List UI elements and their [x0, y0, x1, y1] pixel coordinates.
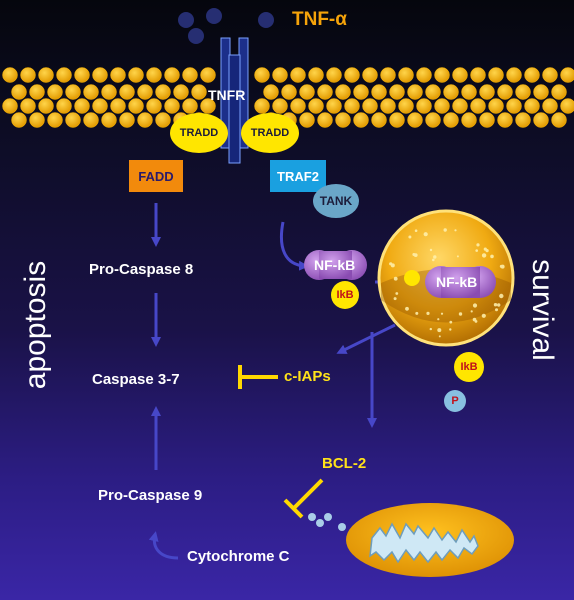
tradd-right-label: TRADD: [250, 127, 290, 139]
pro-caspase-8-label: Pro-Caspase 8: [89, 261, 194, 278]
mitochondrion: [346, 503, 514, 577]
pro-caspase-9-label: Pro-Caspase 9: [98, 487, 203, 504]
tradd-left-label: TRADD: [179, 127, 219, 139]
phosphate-label: P: [451, 395, 459, 407]
fadd-box: FADD: [129, 160, 183, 192]
ikb-bound-label: IkB: [336, 289, 354, 301]
nuclear-nfkb-label: NF-kB: [436, 274, 478, 290]
caspase-3-7-label: Caspase 3-7: [92, 371, 180, 388]
traf2-label: TRAF2: [277, 168, 319, 184]
tradd-left: TRADD: [170, 113, 228, 153]
ikb-free-label: IkB: [460, 361, 478, 373]
ikb-bound: IkB: [331, 281, 359, 309]
tnfr-receptor: [220, 37, 249, 164]
apoptosis-arrows: [148, 203, 179, 560]
ikb-free: IkB: [454, 352, 484, 382]
traf2-box: TRAF2: [270, 160, 326, 192]
inhibitor-bcl2: [283, 478, 324, 519]
tnfr-label: TNFR: [208, 87, 246, 103]
cell-membrane: [2, 67, 574, 128]
inhibitor-ciaps: [238, 365, 278, 389]
phosphate: P: [444, 390, 466, 412]
survival-side-label: survival: [526, 259, 559, 361]
cytochrome-c-label: Cytochrome C: [187, 548, 290, 565]
tank-label: TANK: [319, 194, 353, 208]
fadd-label: FADD: [138, 168, 174, 184]
tank-oval: TANK: [313, 184, 359, 218]
apoptosis-side-label: apoptosis: [19, 260, 52, 390]
tradd-right: TRADD: [241, 113, 299, 153]
bcl2-label: BCL-2: [322, 455, 367, 472]
cytochrome-c-dots: [308, 513, 346, 531]
nuclear-nfkb-complex: [404, 266, 496, 298]
cytoplasmic-nfkb-complex: [304, 250, 367, 280]
cytoplasmic-nfkb-label: NF-kB: [314, 257, 356, 273]
tnf-ligand-dots: [178, 8, 274, 44]
ciaps-label: c-IAPs: [284, 368, 331, 385]
tnf-alpha-label: TNF-α: [292, 9, 347, 30]
